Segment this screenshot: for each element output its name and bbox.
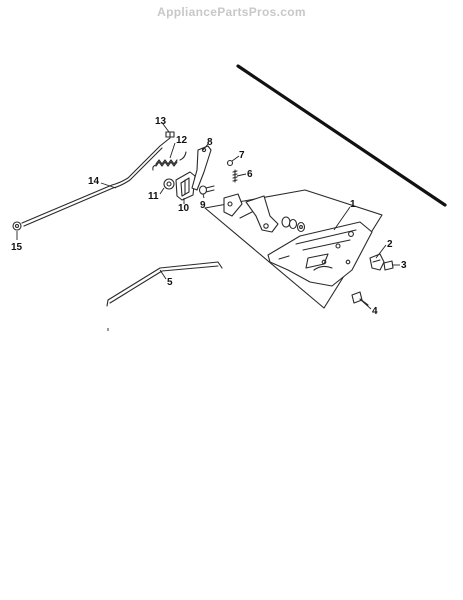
callout-5[interactable]: 5 — [167, 277, 173, 288]
leader-lines — [16, 123, 400, 310]
callout-15[interactable]: 15 — [11, 242, 23, 253]
callout-7[interactable]: 7 — [239, 150, 245, 161]
callout-9[interactable]: 9 — [200, 200, 206, 211]
callout-1[interactable]: 1 — [350, 199, 356, 210]
callout-13[interactable]: 13 — [155, 116, 167, 127]
callout-14[interactable]: 14 — [88, 176, 100, 187]
callout-2[interactable]: 2 — [387, 239, 393, 250]
callout-10[interactable]: 10 — [178, 203, 190, 214]
watermark: AppliancePartsPros.com — [157, 5, 306, 19]
part-12-spring[interactable] — [152, 151, 187, 171]
callout-6[interactable]: 6 — [247, 169, 253, 180]
callout-11[interactable]: 11 — [148, 191, 159, 202]
part-7-screw[interactable] — [226, 159, 234, 167]
part-15-nut[interactable] — [12, 221, 22, 231]
part-8-lever-arm[interactable] — [191, 145, 212, 191]
callout-4[interactable]: 4 — [372, 306, 378, 317]
callout-8[interactable]: 8 — [207, 137, 213, 148]
part-4-bolt[interactable] — [351, 291, 369, 306]
shaft-line — [236, 64, 447, 207]
callout-3[interactable]: 3 — [401, 260, 407, 271]
part-1-plate[interactable] — [204, 189, 383, 309]
part-14-rod[interactable] — [21, 137, 171, 227]
callout-12[interactable]: 12 — [176, 135, 188, 146]
part-5-rod[interactable] — [106, 261, 223, 307]
part-3-screw[interactable] — [383, 260, 394, 271]
part-6-stud[interactable] — [232, 169, 238, 183]
part-10-bracket[interactable] — [175, 171, 196, 201]
part-13-clip[interactable] — [165, 131, 175, 138]
part-11-nut[interactable] — [163, 178, 175, 190]
part-9-bolt[interactable] — [198, 185, 215, 195]
